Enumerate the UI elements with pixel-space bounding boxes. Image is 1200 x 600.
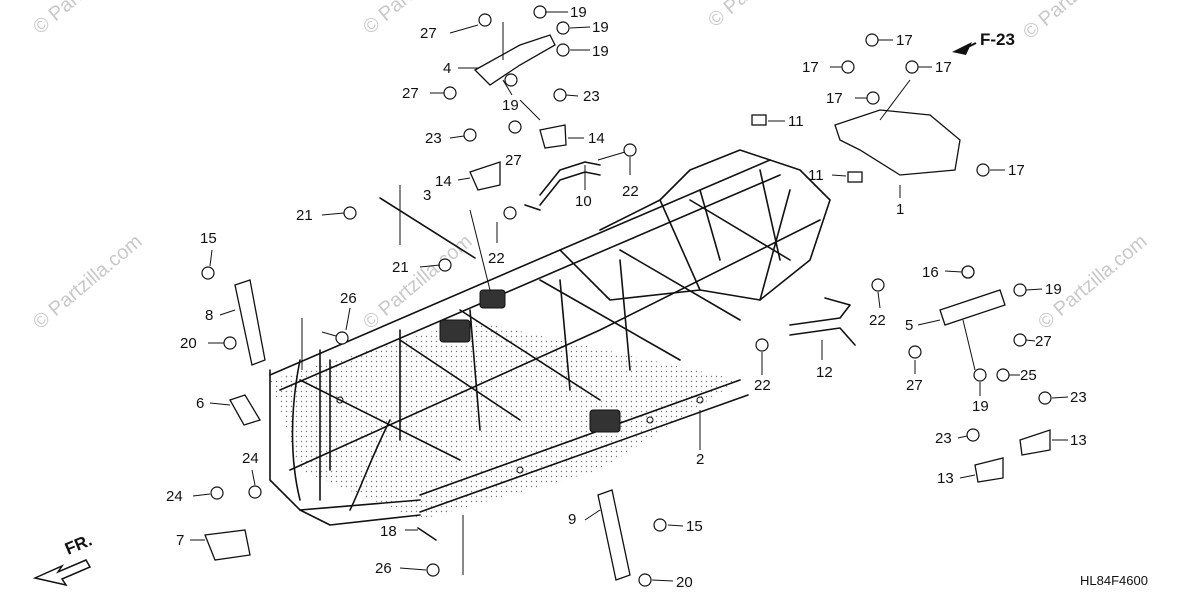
callout-number[interactable]: 23 xyxy=(425,130,442,147)
mount-14-part xyxy=(469,161,501,191)
watermark-text: © Partzilla.com xyxy=(29,0,146,39)
callout-number[interactable]: 5 xyxy=(905,317,913,334)
callout-number[interactable]: 11 xyxy=(788,113,804,130)
callout-number[interactable]: 19 xyxy=(972,398,989,415)
callout-number[interactable]: 17 xyxy=(802,59,819,76)
callout-number[interactable]: 9 xyxy=(568,511,576,528)
watermark-text: © Partzilla.com xyxy=(359,0,476,39)
bracket-5-part xyxy=(939,289,1006,326)
clip-11-part xyxy=(751,114,767,126)
callout-number[interactable]: 27 xyxy=(402,85,419,102)
callout-number[interactable]: 22 xyxy=(754,377,771,394)
callout-number[interactable]: 22 xyxy=(622,183,639,200)
handle-12-part xyxy=(789,297,856,346)
bracket-7-part xyxy=(204,529,251,561)
watermark-text: © Partzilla.com xyxy=(29,230,146,333)
cover-1-part xyxy=(834,109,961,176)
pin-18-part xyxy=(417,527,437,541)
callout-number[interactable]: 19 xyxy=(502,97,519,114)
callout-number[interactable]: 22 xyxy=(488,250,505,267)
clamp-16-part xyxy=(961,265,975,279)
gusset-9-part xyxy=(597,489,631,581)
leader-lines xyxy=(190,11,1069,582)
mount-14-part xyxy=(539,124,567,149)
callout-number[interactable]: 23 xyxy=(935,430,952,447)
callout-number[interactable]: 12 xyxy=(816,364,833,381)
callout-number[interactable]: 18 xyxy=(380,523,397,540)
callout-number[interactable]: 27 xyxy=(1035,333,1052,350)
callout-number[interactable]: 8 xyxy=(205,307,213,324)
callout-number[interactable]: 20 xyxy=(676,574,693,591)
callout-number[interactable]: 19 xyxy=(1045,281,1062,298)
callout-number[interactable]: 3 xyxy=(423,187,431,204)
callout-number[interactable]: 17 xyxy=(1008,162,1025,179)
callout-number[interactable]: 19 xyxy=(592,43,609,60)
watermark-text: © Partzilla.com xyxy=(1019,0,1136,44)
callout-number[interactable]: 13 xyxy=(937,470,954,487)
callout-number[interactable]: 19 xyxy=(570,4,587,21)
callout-number[interactable]: 1 xyxy=(896,201,904,218)
callout-number[interactable]: 7 xyxy=(176,532,184,549)
callout-number[interactable]: 16 xyxy=(922,264,939,281)
callout-number[interactable]: 21 xyxy=(392,259,409,276)
fastener-shapes xyxy=(201,5,1052,587)
callout-number[interactable]: 27 xyxy=(505,152,522,169)
watermark-text: © Partzilla.com xyxy=(359,230,476,333)
callout-number[interactable]: 15 xyxy=(200,230,217,247)
bracket-6-part xyxy=(229,394,261,426)
callout-number[interactable]: 15 xyxy=(686,518,703,535)
main-frame-illustration xyxy=(269,149,831,526)
callout-number[interactable]: 14 xyxy=(588,130,605,147)
bracket-4-part xyxy=(473,34,556,86)
callout-number[interactable]: 19 xyxy=(592,19,609,36)
mount-13-part xyxy=(974,457,1004,483)
callout-number[interactable]: 26 xyxy=(375,560,392,577)
ref-label: F-23 xyxy=(980,30,1015,49)
callout-number[interactable]: 11 xyxy=(808,167,824,184)
callout-number[interactable]: 2 xyxy=(696,451,704,468)
ref-arrow-f23[interactable]: F-23 xyxy=(952,30,1015,55)
callout-number[interactable]: 17 xyxy=(896,32,913,49)
callout-number[interactable]: 22 xyxy=(869,312,886,329)
rod-3-part xyxy=(379,197,476,259)
callout-number[interactable]: 4 xyxy=(443,60,451,77)
front-direction-arrow: FR. xyxy=(32,530,95,587)
handle-10-part xyxy=(524,161,601,211)
callout-number[interactable]: 26 xyxy=(340,290,357,307)
diagram-code: HL84F4600 xyxy=(1080,573,1148,588)
callout-number[interactable]: 10 xyxy=(575,193,592,210)
mount-13-part xyxy=(1019,429,1051,456)
callout-number[interactable]: 27 xyxy=(420,25,437,42)
callout-number[interactable]: 24 xyxy=(242,450,259,467)
gusset-8-part xyxy=(234,279,266,366)
clip-11-part xyxy=(847,171,863,183)
callout-number[interactable]: 17 xyxy=(935,59,952,76)
callout-number[interactable]: 14 xyxy=(435,173,452,190)
callout-number[interactable]: 21 xyxy=(296,207,313,224)
callout-number[interactable]: 27 xyxy=(906,377,923,394)
callout-number[interactable]: 24 xyxy=(166,488,183,505)
part-shapes xyxy=(204,34,1051,581)
callout-number[interactable]: 6 xyxy=(196,395,204,412)
watermark-text: © Partzilla.com xyxy=(704,0,821,32)
direction-label: FR. xyxy=(62,530,95,558)
callout-number[interactable]: 20 xyxy=(180,335,197,352)
callout-number[interactable]: 23 xyxy=(583,88,600,105)
callout-number[interactable]: 17 xyxy=(826,90,843,107)
callout-number[interactable]: 23 xyxy=(1070,389,1087,406)
callout-numbers: 27 4 27 19 19 19 19 23 23 14 14 27 10 22… xyxy=(166,4,1087,591)
callout-number[interactable]: 13 xyxy=(1070,432,1087,449)
callout-number[interactable]: 25 xyxy=(1020,367,1037,384)
